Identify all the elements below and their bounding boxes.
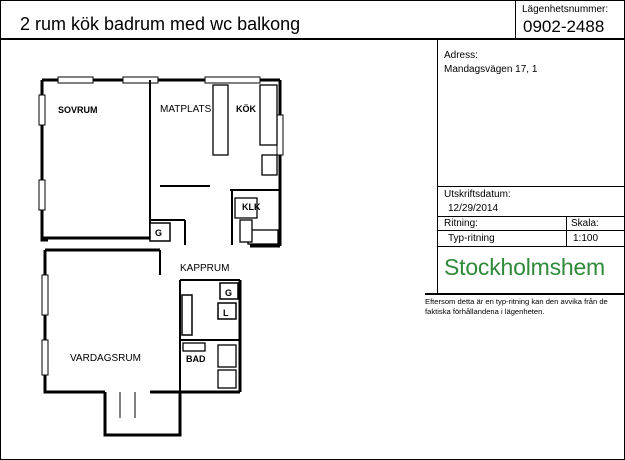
fixture-label-l-hall: L [223, 308, 229, 318]
room-label-kapprum: KAPPRUM [180, 263, 229, 274]
scale-label: Skala: [571, 218, 599, 229]
info-divider [437, 230, 625, 231]
apartment-number: 0902-2488 [523, 17, 605, 36]
print-date-value: 12/29/2014 [448, 203, 499, 214]
address-value: Mandagsvägen 17, 1 [444, 64, 538, 75]
fixture-label-g-bedroom: G [155, 228, 162, 238]
header-divider [0, 38, 625, 40]
disclaimer-text: Eftersom detta är en typ-ritning kan den… [425, 297, 608, 316]
address-label: Adress: [444, 50, 478, 61]
floor-plan: SOVRUM MATPLATS KÖK KLK KAPPRUM VARDAGSR… [38, 76, 284, 437]
info-divider-vertical [566, 216, 567, 246]
hall-fixtures [181, 282, 239, 336]
fixture-label-g-hall: G [225, 288, 232, 298]
drawing-value: Typ-ritning [448, 233, 495, 244]
scale-value: 1:100 [573, 233, 599, 244]
bathroom-fixtures [182, 342, 237, 389]
info-divider [437, 246, 625, 247]
apartment-number-label: Lägenhetsnummer: [522, 4, 609, 15]
room-label-kok: KÖK [236, 104, 257, 114]
room-label-matplats: MATPLATS [160, 104, 212, 115]
room-label-sovrum: SOVRUM [58, 105, 98, 115]
info-divider [425, 293, 625, 295]
apartment-number-box: Lägenhetsnummer: 0902-2488 [515, 0, 624, 38]
interior-walls [149, 80, 280, 392]
info-panel-border [437, 40, 438, 294]
balcony-door [119, 392, 136, 418]
exterior-walls [40, 78, 282, 437]
page-title: 2 rum kök badrum med wc balkong [20, 14, 301, 34]
info-divider [437, 216, 625, 217]
drawing-label: Ritning: [444, 218, 478, 229]
windows [38, 76, 284, 376]
room-label-klk: KLK [242, 202, 261, 212]
wardrobe-bedroom [149, 222, 171, 242]
room-label-vardagsrum: VARDAGSRUM [70, 353, 141, 364]
info-divider [437, 186, 625, 187]
brand-logo: Stockholmshem [444, 254, 606, 280]
room-label-bad: BAD [186, 354, 206, 364]
print-date-label: Utskriftsdatum: [444, 189, 511, 200]
kitchen-fixtures [212, 84, 279, 245]
